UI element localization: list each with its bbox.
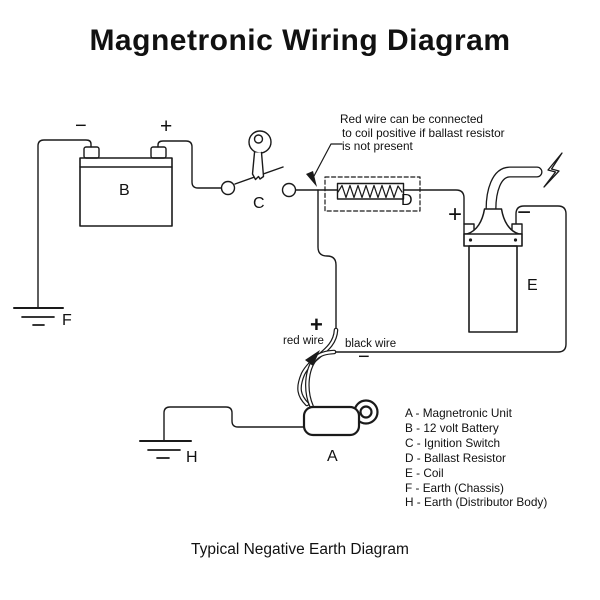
ballast-to-coil-wire bbox=[404, 190, 465, 224]
annotation-line: to coil positive if ballast resistor bbox=[342, 125, 505, 140]
coil-symbol bbox=[464, 172, 537, 332]
legend-item: C - Ignition Switch bbox=[405, 435, 501, 450]
magnetronic-unit-label: A bbox=[327, 448, 338, 465]
wire-junction-arrow bbox=[305, 350, 320, 366]
key-icon bbox=[249, 131, 271, 180]
legend-item: D - Ballast Resistor bbox=[405, 450, 506, 465]
battery-label: B bbox=[119, 182, 130, 199]
earth-distributor-wire bbox=[164, 407, 304, 441]
annotation-leader-line bbox=[306, 144, 342, 187]
lightning-icon bbox=[544, 153, 562, 187]
legend-item: E - Coil bbox=[405, 465, 444, 480]
battery-negative-wire bbox=[38, 140, 91, 308]
battery-minus-sign: − bbox=[75, 115, 87, 137]
annotation-line: Red wire can be connected bbox=[340, 112, 483, 126]
legend-item: B - 12 volt Battery bbox=[405, 420, 499, 435]
legend-item: A - Magnetronic Unit bbox=[405, 406, 512, 420]
ballast-resistor-label: D bbox=[401, 192, 413, 209]
ballast-resistor-symbol bbox=[325, 177, 420, 211]
earth-distributor-symbol bbox=[140, 441, 191, 458]
red-wire-label: red wire bbox=[283, 335, 324, 347]
magnetronic-unit-symbol bbox=[304, 401, 378, 436]
ballast-annotation: Red wire can be connected to coil positi… bbox=[340, 112, 505, 154]
ignition-switch-label: C bbox=[253, 195, 265, 212]
battery-plus-sign: + bbox=[160, 115, 173, 138]
red-wire bbox=[318, 190, 336, 332]
black-wire-label: black wire bbox=[345, 338, 397, 350]
legend-item: F - Earth (Chassis) bbox=[405, 480, 504, 495]
page-title: Magnetronic Wiring Diagram bbox=[89, 24, 511, 57]
coil-minus-sign: − bbox=[517, 199, 532, 226]
legend: A - Magnetronic Unit B - 12 volt Battery… bbox=[405, 406, 547, 510]
black-wire bbox=[332, 206, 566, 352]
black-wire-minus-sign: − bbox=[358, 346, 370, 368]
diagram-caption: Typical Negative Earth Diagram bbox=[191, 541, 409, 558]
red-wire-plus-sign: + bbox=[310, 312, 323, 337]
coil-label: E bbox=[527, 277, 538, 294]
earth-distributor-label: H bbox=[186, 449, 198, 466]
legend-item: H - Earth (Distributor Body) bbox=[405, 495, 548, 510]
annotation-line: is not present bbox=[342, 139, 413, 154]
red-wire-curve-core bbox=[300, 330, 336, 404]
coil-plus-sign: + bbox=[448, 201, 463, 228]
battery-positive-wire bbox=[158, 141, 221, 188]
earth-chassis-label: F bbox=[62, 312, 72, 329]
earth-chassis-symbol bbox=[14, 308, 63, 325]
